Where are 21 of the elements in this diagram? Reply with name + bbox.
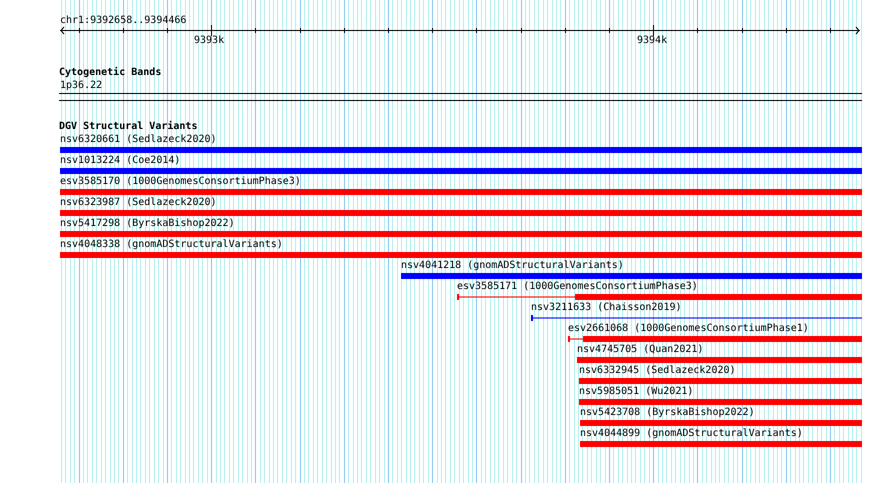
axis-tick-label: 9394k	[637, 35, 668, 47]
variant-label: nsv3211633 (Chaisson2019)	[531, 302, 682, 314]
variant-label: nsv6323987 (Sedlazeck2020)	[60, 197, 217, 209]
track-title: DGV Structural Variants	[59, 121, 198, 133]
band-label: 1p36.22	[60, 80, 102, 92]
variant-label: nsv4048338 (gnomADStructuralVariants)	[60, 239, 283, 251]
variant-label: nsv4745705 (Quan2021)	[577, 344, 704, 356]
coordinate-range: chr1:9392658..9394466	[60, 15, 186, 27]
variant-label: esv2661068 (1000GenomesConsortiumPhase1)	[568, 323, 809, 335]
variant-label: nsv1013224 (Coe2014)	[60, 155, 180, 167]
variant-label: nsv4044899 (gnomADStructuralVariants)	[580, 428, 803, 440]
variant-label: nsv6320661 (Sedlazeck2020)	[60, 134, 217, 146]
variant-label: esv3585170 (1000GenomesConsortiumPhase3)	[60, 176, 301, 188]
variant-label: nsv5423708 (ByrskaBishop2022)	[580, 407, 755, 419]
variant-label: nsv6332945 (Sedlazeck2020)	[579, 365, 736, 377]
variant-label: esv3585171 (1000GenomesConsortiumPhase3)	[457, 281, 698, 293]
variant-label: nsv5985051 (Wu2021)	[579, 386, 694, 398]
track-title: Cytogenetic Bands	[59, 67, 162, 79]
variant-label: nsv4041218 (gnomADStructuralVariants)	[401, 260, 624, 272]
axis-tick-label: 9393k	[194, 35, 224, 47]
variant-label: nsv5417298 (ByrskaBishop2022)	[60, 218, 235, 230]
